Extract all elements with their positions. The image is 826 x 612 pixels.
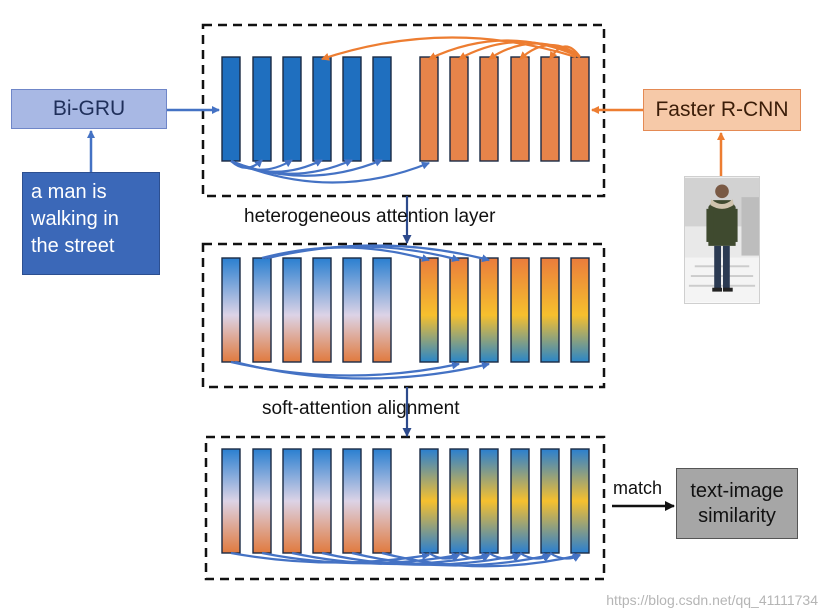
layer-1-text-vector-1 [221, 56, 241, 162]
layer-1-image-vector-6 [570, 56, 590, 162]
layer-1-text-vector-4 [312, 56, 332, 162]
layer-1-image-attention-arc-4 [519, 43, 581, 60]
person-photo-icon [684, 176, 760, 304]
bigru-encoder: Bi-GRU [11, 89, 167, 129]
layer-1-image-vector-3 [479, 56, 499, 162]
layer-2-alignment-arc-3 [267, 244, 490, 263]
layer-2-frame [201, 242, 606, 389]
layer-2-text-vector-2 [252, 257, 272, 363]
sentence-line-1: a man is [31, 181, 107, 203]
soft-attention-alignment-label: soft-attention alignment [262, 398, 460, 419]
layer-3-text-vector-1 [221, 448, 241, 554]
layer-2-image-vector-4 [510, 257, 530, 363]
output-line-1: text-image [690, 479, 784, 502]
layer-3-text-vector-5 [342, 448, 362, 554]
layer-3-image-vector-3 [479, 448, 499, 554]
layer-3-text-vector-6 [372, 448, 392, 554]
layer-2-image-vector-6 [570, 257, 590, 363]
layer-3-text-vector-2 [252, 448, 272, 554]
layer-2-text-vector-5 [342, 257, 362, 363]
layer-2-alignment-arc-5 [234, 360, 490, 380]
layer-1-text-vector-3 [282, 56, 302, 162]
layer-1-image-vector-4 [510, 56, 530, 162]
layer-1-image-attention-arc-5 [549, 45, 581, 60]
layer-3-frame [204, 435, 606, 581]
layer-2-image-vector-2 [449, 257, 469, 363]
layer-2-text-vector-6 [372, 257, 392, 363]
layer-3-image-arc-3 [488, 552, 521, 562]
match-label: match [613, 478, 663, 498]
sentence-line-3: the street [31, 235, 115, 257]
layer-3-image-arc-1 [428, 552, 460, 562]
output-line-2: similarity [698, 504, 776, 527]
layer-1-text-vector-6 [372, 56, 392, 162]
layer-2-image-vector-3 [479, 257, 499, 363]
layer-1-image-vector-1 [419, 56, 439, 162]
input-sentence: a man is walking in the street [22, 172, 160, 275]
layer-3-image-vector-6 [570, 448, 590, 554]
faster-rcnn-label: Faster R-CNN [655, 98, 789, 121]
layer-3-text-vector-4 [312, 448, 332, 554]
layer-2-text-vector-1 [221, 257, 241, 363]
layer-2-text-vector-3 [282, 257, 302, 363]
layer-2-text-vector-4 [312, 257, 332, 363]
text-image-similarity-output: text-image similarity [676, 468, 798, 539]
layer-1-text-to-image-arc [230, 159, 430, 184]
heterogeneous-attention-label: heterogeneous attention layer [244, 206, 496, 227]
layer-1-image-attention-arc-3 [488, 42, 581, 60]
layer-2-image-vector-1 [419, 257, 439, 363]
bigru-label: Bi-GRU [52, 97, 126, 120]
layer-3-image-vector-1 [419, 448, 439, 554]
layer-3-image-vector-2 [449, 448, 469, 554]
layer-1-text-vector-5 [342, 56, 362, 162]
layer-3-image-arc-4 [519, 552, 551, 562]
layer-3-text-vector-3 [282, 448, 302, 554]
faster-rcnn-encoder: Faster R-CNN [643, 89, 801, 131]
layer-3-image-arc-5 [549, 552, 581, 562]
sentence-line-2: walking in [31, 208, 119, 230]
layer-3-image-vector-4 [510, 448, 530, 554]
layer-3-image-vector-5 [540, 448, 560, 554]
layer-1-image-vector-5 [540, 56, 560, 162]
watermark: https://blog.csdn.net/qq_41111734 [606, 592, 818, 608]
layer-1-image-vector-2 [449, 56, 469, 162]
layer-2-image-vector-5 [540, 257, 560, 363]
layer-3-match-arc-6 [381, 551, 581, 568]
layer-1-cross-attention-arc [321, 36, 577, 61]
layer-3-image-arc-2 [458, 552, 490, 562]
layer-1-text-vector-2 [252, 56, 272, 162]
